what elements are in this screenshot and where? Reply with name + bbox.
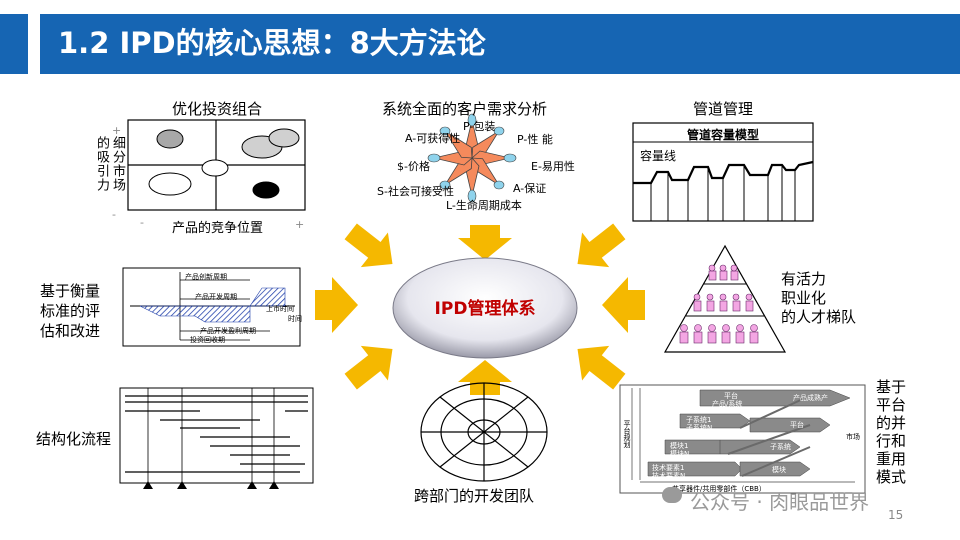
header-accent-bar: [0, 14, 28, 74]
platform-label-1: 产品/系统: [712, 400, 743, 408]
wechat-icon: [662, 487, 682, 503]
portfolio-bubble-1: [156, 129, 184, 149]
metrics-label-0: 产品创新周期: [185, 273, 227, 281]
portfolio-bubble-4: [201, 159, 229, 177]
metrics-label-5: 时间: [288, 315, 302, 323]
customer-item-7: L-生命周期成本: [446, 199, 522, 212]
pipeline-capacity-label: 容量线: [640, 149, 677, 163]
process-title: 结构化流程: [36, 430, 112, 448]
metrics-label-2: 上市时间: [266, 305, 294, 313]
talent-title-line-0: 有活力: [781, 270, 827, 288]
platform-label-9: 技术要素N: [652, 472, 686, 480]
metrics-title: 基于衡量 标准的评 估和改进: [40, 281, 100, 341]
platform-arrows: [647, 389, 851, 477]
customer-item-3: $-价格: [397, 160, 430, 173]
customer-item-4: E-易用性: [531, 160, 575, 173]
metrics-label-3: 产品开发盈利周期: [200, 327, 256, 335]
talent-title-line-1: 职业化: [781, 289, 827, 307]
platform-label-5: 子系统N: [686, 424, 713, 432]
metrics-title-line-0: 基于衡量: [40, 282, 101, 300]
platform-title-line-0: 基于: [876, 378, 907, 396]
header-bar: [40, 14, 960, 74]
watermark-text: 公众号 · 肉眼品世界: [690, 490, 870, 514]
customer-item-1: A-可获得性: [405, 132, 461, 145]
platform-label-13: 模块: [772, 466, 786, 474]
platform-label-8: 技术要素1: [652, 464, 685, 472]
metrics-title-line-2: 估和改进: [40, 322, 101, 340]
process-bars: [125, 395, 308, 473]
platform-label-3: 产品成熟产: [793, 394, 828, 402]
customer-item-2: P-性 能: [517, 133, 553, 146]
platform-label-7: 模块N: [670, 450, 690, 458]
platform-title-line-4: 重用: [876, 450, 907, 468]
talent-title-line-2: 的人才梯队: [781, 308, 857, 326]
arrow-top-left: [344, 223, 393, 268]
arrows-group: [315, 223, 645, 395]
arrow-bottom: [458, 360, 512, 395]
metrics-label-1: 产品开发周期: [195, 293, 237, 301]
metrics-title-line-1: 标准的评: [40, 302, 101, 320]
arrow-bottom-left: [344, 345, 393, 390]
platform-label-10: 共享器件/共用零部件（CBB）: [672, 485, 766, 493]
team-title: 跨部门的开发团队: [414, 487, 535, 505]
customer-title: 系统全面的客户需求分析: [382, 100, 548, 118]
platform-label-6: 模块1: [670, 442, 689, 450]
portfolio-bubble-6: [252, 181, 280, 199]
page-title: 1.2 IPD的核心思想：8大方法论: [58, 26, 486, 60]
platform-title-line-5: 模式: [876, 468, 907, 486]
metrics-label-4: 投资回收期: [190, 336, 225, 344]
platform-label-4: 子系统1: [686, 416, 712, 424]
platform-label-12: 子系统: [770, 443, 791, 451]
pipeline-model-label: 管道容量模型: [686, 128, 759, 142]
portfolio-ylabel-b: 细分市场: [110, 136, 125, 192]
pipeline-title: 管道管理: [693, 100, 754, 118]
portfolio-xlabel: 产品的竞争位置: [172, 221, 264, 236]
metrics-hatch-2: [249, 287, 286, 307]
portfolio-minus-y: -: [112, 208, 116, 221]
customer-star: [427, 113, 517, 203]
portfolio-ylabel-a: 的吸引力: [94, 136, 109, 192]
customer-item-5: S-社会可接受性: [377, 185, 454, 198]
page-number: 15: [888, 508, 904, 522]
center-label: IPD管理体系: [434, 299, 536, 319]
process-box: [119, 387, 314, 484]
portfolio-plus-x: +: [295, 218, 305, 231]
customer-item-0: P-包装: [463, 120, 496, 133]
center-ellipse: [392, 257, 578, 359]
platform-title-line-1: 平台: [876, 396, 907, 414]
platform-title-line-2: 的并: [876, 414, 907, 432]
pipeline-capacity-line: [633, 160, 814, 185]
arrow-right: [602, 277, 645, 333]
arrow-top: [458, 225, 512, 260]
platform-label-11: 市场: [846, 433, 860, 441]
customer-item-6: A-保证: [513, 182, 547, 195]
portfolio-plus-y: +: [112, 124, 122, 137]
platform-label-0: 平台: [724, 392, 738, 400]
portfolio-bubble-3: [268, 128, 300, 148]
arrow-top-right: [577, 223, 626, 268]
arrow-bottom-right: [577, 345, 626, 390]
talent-title: 有活力 职业化 的人才梯队: [781, 270, 856, 327]
platform-label-2: 平台: [790, 421, 804, 429]
platform-title: 基于 平台 的并 行和 重用 模式: [876, 378, 906, 486]
team-circle: [420, 382, 548, 482]
platform-label-14: 平台规划: [623, 420, 631, 448]
portfolio-bubble-5: [148, 172, 192, 196]
portfolio-minus-x: -: [140, 216, 144, 229]
portfolio-title: 优化投资组合: [172, 100, 263, 118]
arrow-left: [315, 277, 358, 333]
platform-title-line-3: 行和: [876, 432, 907, 450]
